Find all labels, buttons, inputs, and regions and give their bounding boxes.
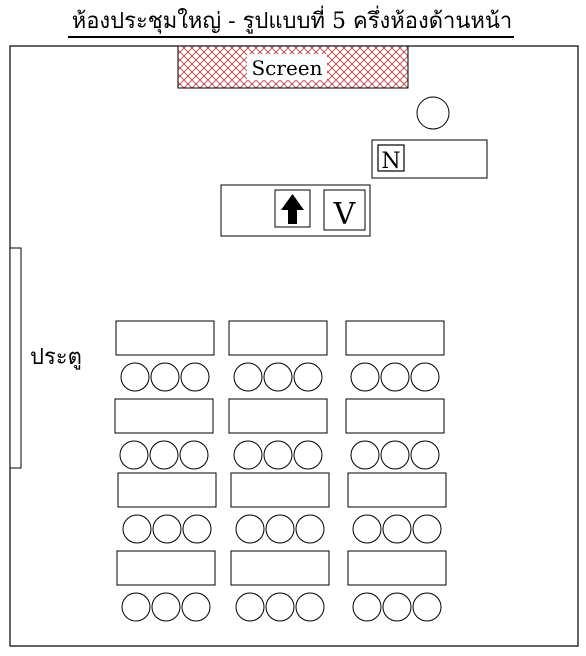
chair: [350, 440, 380, 470]
chair: [122, 514, 152, 544]
arrow-box: [274, 189, 311, 228]
chair: [235, 592, 265, 622]
up-arrow-icon: [281, 194, 304, 224]
door-label: ประตู: [30, 345, 82, 370]
chair: [412, 592, 442, 622]
chair: [151, 592, 181, 622]
table: [115, 320, 215, 356]
table: [228, 320, 328, 356]
chair: [410, 362, 440, 392]
lectern-label-box: [377, 144, 405, 172]
table: [230, 472, 330, 508]
projector-label-box: [323, 189, 366, 231]
chair: [181, 592, 211, 622]
chair: [295, 592, 325, 622]
chair: [233, 362, 263, 392]
chair: [179, 440, 209, 470]
chair: [295, 514, 325, 544]
speaker-circle: [416, 96, 450, 130]
chair: [380, 440, 410, 470]
chair: [382, 514, 412, 544]
chair: [410, 440, 440, 470]
table: [114, 398, 214, 434]
chair: [149, 440, 179, 470]
chair: [233, 440, 263, 470]
chair: [120, 362, 150, 392]
lectern-table: [371, 139, 488, 179]
table: [116, 550, 216, 586]
lectern-label: N: [381, 149, 400, 174]
chair: [265, 514, 295, 544]
table: [347, 550, 447, 586]
table: [347, 472, 447, 508]
chair: [182, 514, 212, 544]
room-outline: [9, 45, 579, 647]
chair: [352, 514, 382, 544]
chair: [293, 440, 323, 470]
table: [345, 320, 445, 356]
chair: [350, 362, 380, 392]
table: [117, 472, 217, 508]
chair: [412, 514, 442, 544]
chair: [352, 592, 382, 622]
chair: [235, 514, 265, 544]
chair: [263, 440, 293, 470]
table: [345, 398, 445, 434]
seating-area: [114, 320, 447, 622]
chair: [293, 362, 323, 392]
chair: [382, 592, 412, 622]
chair: [121, 592, 151, 622]
table: [228, 398, 328, 434]
chair: [180, 362, 210, 392]
door: [9, 247, 22, 469]
projector-label: V: [333, 197, 357, 232]
chair: [150, 362, 180, 392]
table: [230, 550, 330, 586]
chair: [263, 362, 293, 392]
screen-label-box: [247, 54, 327, 80]
chair: [265, 592, 295, 622]
screen-label: Screen: [251, 56, 322, 80]
page-title: ห้องประชุมใหญ่ - รูปแบบที่ 5 ครึ่งห้องด้…: [72, 5, 513, 34]
chair: [380, 362, 410, 392]
chair: [152, 514, 182, 544]
chair: [119, 440, 149, 470]
projector-table: [220, 184, 371, 237]
